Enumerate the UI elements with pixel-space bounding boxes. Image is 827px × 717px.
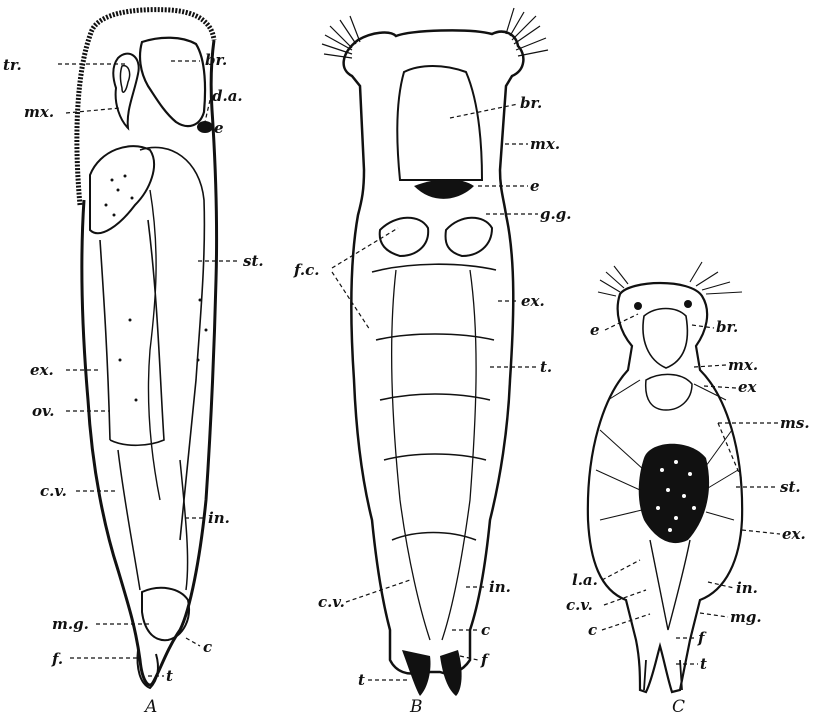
label-b-t2: t [358, 671, 365, 689]
rotifer-b-dorsal-view [322, 8, 548, 696]
label-a-st: st. [243, 252, 264, 270]
label-a-br: br. [205, 51, 227, 69]
label-c-br: br. [716, 318, 738, 336]
caption-a: A [143, 697, 157, 717]
label-a-t: t [166, 667, 173, 685]
label-a-da: d.a. [212, 87, 243, 105]
label-b-t: t. [540, 358, 552, 376]
label-b-fc: f.c. [293, 261, 320, 279]
label-c-cv: c.v. [566, 596, 593, 614]
label-a-f: f. [51, 650, 63, 668]
corona-cilia-right [506, 8, 548, 56]
label-b-e: e [530, 177, 540, 195]
label-c-la: l.a. [572, 571, 598, 589]
corona-cilia-left [322, 16, 360, 58]
label-a-ov: ov. [32, 402, 54, 420]
label-a-cv: c.v. [40, 482, 67, 500]
label-c-ex2: ex. [782, 525, 806, 543]
label-c-ms: ms. [780, 414, 810, 432]
label-c-mg: mg. [730, 608, 762, 626]
caption-b: B [409, 697, 423, 717]
label-b-ex: ex. [521, 292, 545, 310]
label-b-f: f [480, 651, 490, 669]
label-b-mx: mx. [530, 135, 560, 153]
label-c-c: c [588, 621, 597, 639]
label-c-in: in. [736, 579, 758, 597]
corona-cilia-c [598, 262, 742, 296]
label-a-in: in. [208, 509, 230, 527]
label-b-cv: c.v. [318, 593, 345, 611]
label-a-mg: m.g. [52, 615, 89, 633]
label-a-mx: mx. [24, 103, 54, 121]
label-b-c: c [481, 621, 490, 639]
label-c-st: st. [780, 478, 801, 496]
label-a-tr: tr. [3, 56, 22, 74]
label-b-gg: g.g. [540, 205, 571, 223]
label-c-ex: ex [738, 378, 758, 396]
label-a-e: e [214, 119, 224, 137]
label-a-ex: ex. [30, 361, 54, 379]
label-b-br: br. [520, 94, 542, 112]
rotifer-a-lateral-view [77, 10, 217, 688]
label-b-in: in. [489, 578, 511, 596]
label-c-f: f [697, 629, 707, 647]
label-c-mx: mx. [728, 356, 758, 374]
caption-c: C [672, 697, 685, 717]
label-c-t: t [700, 655, 707, 673]
label-a-c: c [203, 638, 212, 656]
label-c-e: e [590, 321, 600, 339]
